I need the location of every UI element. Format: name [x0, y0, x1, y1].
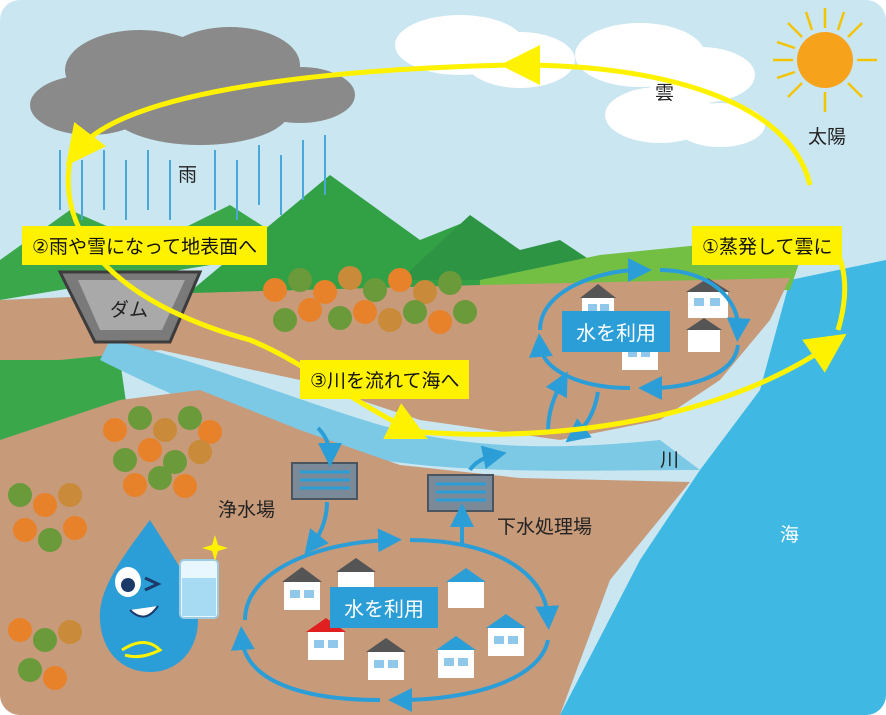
water-drop-mascot: [99, 520, 228, 672]
sea: [560, 260, 886, 715]
dam-label: ダム: [110, 299, 149, 321]
rain-label: 雨: [178, 164, 198, 186]
houses-upper: [580, 278, 730, 370]
purification-plant-label: 浄水場: [218, 499, 276, 521]
water-usage-upper-label: 水を利用: [562, 311, 670, 352]
sea-label: 海: [780, 524, 800, 546]
houses-lower: [282, 558, 526, 680]
river-label: 川: [660, 449, 680, 471]
sun-icon: [773, 8, 877, 112]
usage-cycle-upper: [529, 258, 751, 443]
dam-face: [78, 280, 185, 330]
usage-cycle-lower: [230, 426, 560, 712]
sewage-plant-label: 下水処理場: [497, 516, 593, 538]
step2-precipitation-label: ②雨や雪になって地表面へ: [22, 226, 268, 265]
purification-plant-icon: [291, 462, 358, 500]
cloud-label: 雲: [655, 82, 675, 104]
step1-evaporation-label: ①蒸発して雲に: [692, 226, 843, 265]
step3-river-flow-label: ③川を流れて海へ: [300, 360, 470, 399]
forest-upper: [263, 266, 477, 334]
sewage-plant-icon: [427, 474, 494, 512]
white-clouds: [395, 15, 765, 147]
sun-label: 太陽: [808, 126, 847, 148]
water-usage-lower-label: 水を利用: [330, 587, 438, 628]
forest-left: [8, 406, 222, 690]
